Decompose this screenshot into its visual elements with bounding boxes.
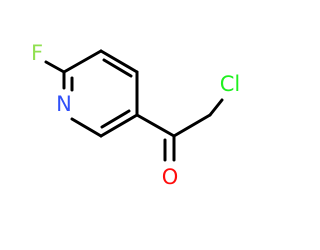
structure-diagram: F N Cl O [31, 41, 241, 189]
atom-fluorine: F [31, 41, 43, 65]
atom-chlorine: Cl [220, 72, 241, 96]
molecule-canvas: F N Cl O [30, 41, 241, 189]
ring-bond-c5-c6-inner [100, 109, 131, 129]
atom-nitrogen: N [56, 92, 72, 116]
ring-bond-c5-c6 [99, 113, 139, 138]
ring-bond-c6-n [70, 117, 103, 138]
bond-ch2-cl [208, 98, 224, 117]
ring-bond-c2-c3 [62, 49, 103, 74]
ring-bond-c3-c4 [99, 49, 139, 74]
atom-oxygen: O [162, 165, 179, 189]
bond-ring-carbonyl [135, 113, 176, 138]
bond-c-f [44, 60, 66, 74]
pyridine-ring [62, 49, 139, 138]
bond-carbonyl-ch2 [172, 113, 212, 138]
ring-bond-c3-c4-inner [102, 58, 133, 78]
